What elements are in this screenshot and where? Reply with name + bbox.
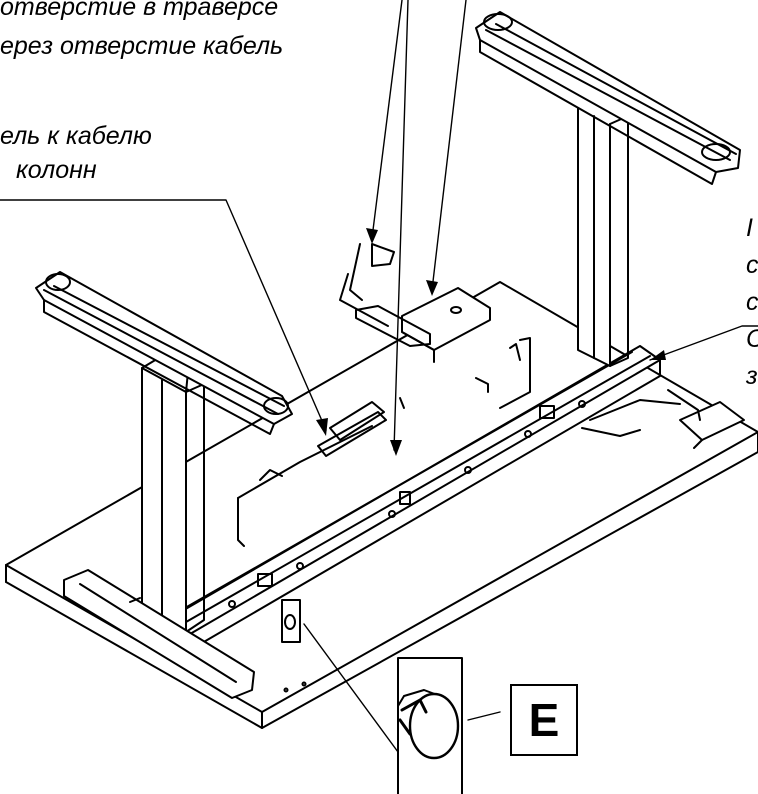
caption-right-fragment: С	[746, 327, 758, 364]
caption-right-fragment: с	[746, 251, 758, 279]
detail-part	[281, 599, 301, 643]
left-upper-leg	[35, 271, 293, 435]
tabletop-dots	[283, 681, 307, 693]
caption-mid-line2: колонн	[16, 156, 97, 184]
arrowheads	[316, 228, 666, 456]
caption-right-fragment: с	[746, 288, 758, 316]
caption-right-fragment: I	[746, 214, 753, 242]
right-upper-leg	[475, 11, 741, 185]
caption-top-line1: отверстие в траверсе	[0, 0, 279, 21]
caption-mid-line1: ель к кабелю	[0, 122, 152, 150]
callout-label: E	[510, 684, 578, 756]
control-box	[401, 287, 491, 363]
plug	[371, 243, 395, 267]
zoom-frame	[397, 657, 463, 794]
right-column	[577, 107, 629, 367]
caption-top-line2: ерез отверстие кабель	[0, 32, 284, 60]
cable-harness	[237, 243, 701, 547]
left-foot-base	[63, 569, 255, 699]
crossbar-holes	[228, 400, 586, 608]
leader-lines	[0, 0, 758, 753]
right-foot-base	[679, 401, 745, 449]
caption-right-fragment: з	[746, 362, 758, 390]
caption-right-fragments: I с с С з	[746, 216, 758, 401]
